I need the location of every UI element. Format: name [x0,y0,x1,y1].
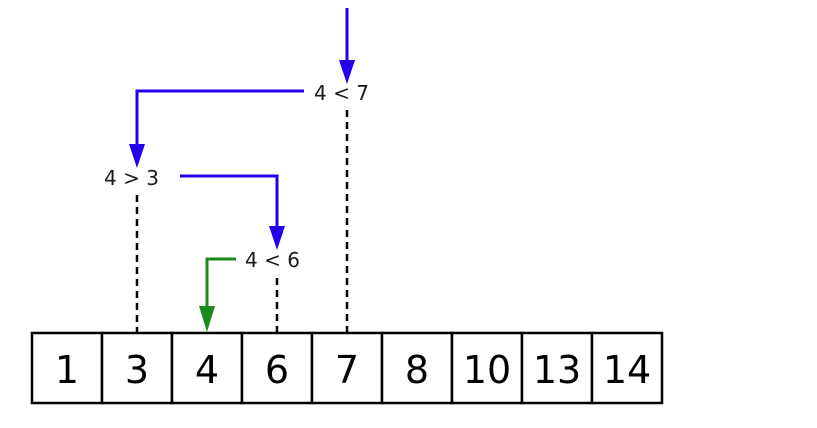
array-cell [170,331,244,405]
array-cell [100,331,174,405]
array-cell-value: 14 [603,348,651,392]
path-3-to-6 [180,174,279,228]
arrowhead-to-6 [269,226,285,250]
arrowhead-found [199,306,215,332]
array-cell [450,331,524,405]
array-cell-value: 7 [335,348,359,392]
array-cell [30,331,104,405]
arrowhead-to-3 [129,144,145,168]
array-cell-value: 6 [265,348,289,392]
array-cell-value: 10 [463,348,511,392]
array-cell [520,331,594,405]
entry-arrowhead [339,60,355,84]
comparison-label: 4 < 7 [314,81,369,105]
path-6-to-found [205,257,236,308]
array-cell-value: 1 [55,348,79,392]
array-cell-value: 8 [405,348,429,392]
comparison-label: 4 < 6 [245,248,300,272]
path-7-to-3 [135,89,304,146]
array-cell-value: 13 [533,348,581,392]
array-cell [590,331,664,405]
array-cell-value: 4 [195,348,219,392]
array-cell-value: 3 [125,348,149,392]
comparison-label: 4 > 3 [104,166,159,190]
